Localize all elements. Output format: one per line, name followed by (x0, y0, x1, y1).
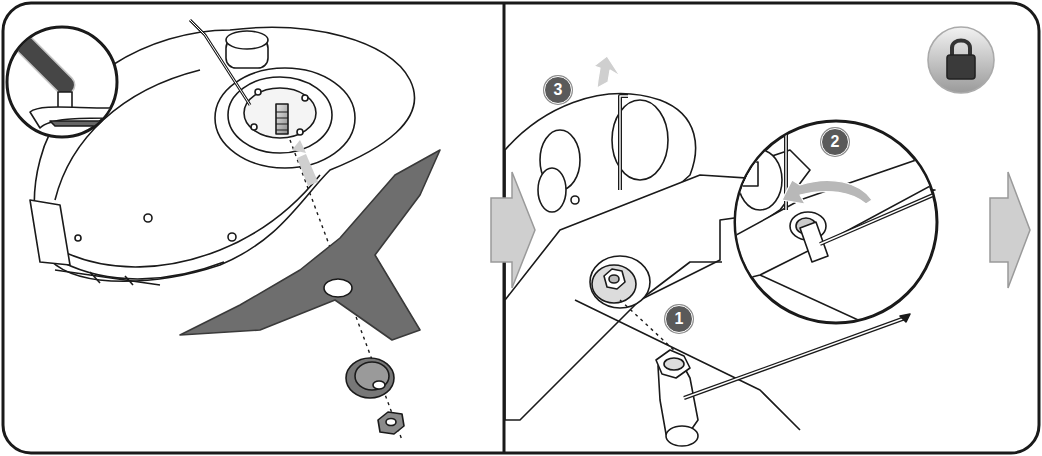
callout-number: 1 (665, 305, 693, 333)
callout-number: 2 (821, 128, 849, 156)
callout-text: 1 (675, 311, 684, 327)
callout-text: 2 (831, 134, 840, 150)
callout-text: 3 (554, 82, 563, 98)
callout-number: 3 (544, 76, 572, 104)
